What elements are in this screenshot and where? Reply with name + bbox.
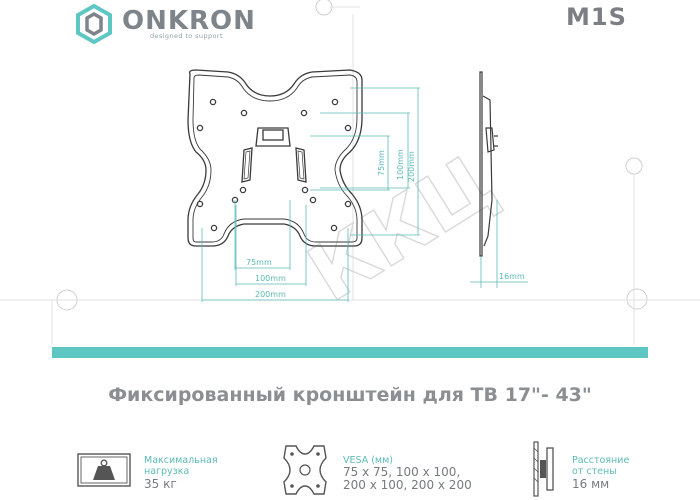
distance-value: 16 мм bbox=[572, 477, 610, 491]
brand-name: ONKRON bbox=[122, 6, 256, 36]
accent-divider bbox=[52, 347, 648, 358]
side-profile bbox=[479, 71, 498, 257]
load-label-line2: нагрузка bbox=[144, 466, 190, 477]
dim-depth-label: 16mm bbox=[499, 272, 525, 281]
onkron-cube-icon bbox=[76, 4, 112, 44]
horizontal-dimensions bbox=[201, 200, 349, 302]
technical-drawing: ККЦ 75mm 10 bbox=[0, 0, 700, 345]
depth-dimension bbox=[470, 200, 528, 288]
vesa-label: VESA (мм) bbox=[343, 455, 393, 466]
distance-label-line2: от стены bbox=[572, 466, 617, 477]
gridlines bbox=[0, 6, 700, 345]
vertical-dimensions bbox=[310, 87, 420, 236]
dim-75-vertical-label: 75mm bbox=[377, 150, 386, 176]
dim-100-horizontal-label: 100mm bbox=[255, 274, 286, 283]
load-label-line1: Максимальная bbox=[144, 455, 218, 466]
weight-icon bbox=[77, 453, 131, 487]
vesa-value-line1: 75 x 75, 100 x 100, bbox=[343, 465, 461, 479]
brand-logo: ONKRON designed to support bbox=[74, 4, 255, 44]
front-plate bbox=[187, 69, 363, 247]
wall-distance-icon bbox=[533, 441, 554, 497]
vesa-plate-icon bbox=[283, 445, 327, 495]
dim-200-horizontal-label: 200mm bbox=[255, 290, 286, 299]
brand-tagline: designed to support bbox=[150, 32, 223, 40]
dim-100-vertical-label: 100mm bbox=[396, 149, 405, 180]
vesa-value-line2: 200 x 100, 200 x 200 bbox=[343, 478, 472, 492]
distance-label-line1: Расстояние bbox=[572, 455, 630, 466]
model-name: M1S bbox=[566, 3, 627, 31]
product-headline: Фиксированный кронштейн для ТВ 17"- 43" bbox=[108, 384, 592, 406]
load-value: 35 кг bbox=[144, 477, 177, 491]
dim-75-horizontal-label: 75mm bbox=[246, 258, 272, 267]
dim-200-vertical-label: 200mm bbox=[407, 151, 416, 182]
